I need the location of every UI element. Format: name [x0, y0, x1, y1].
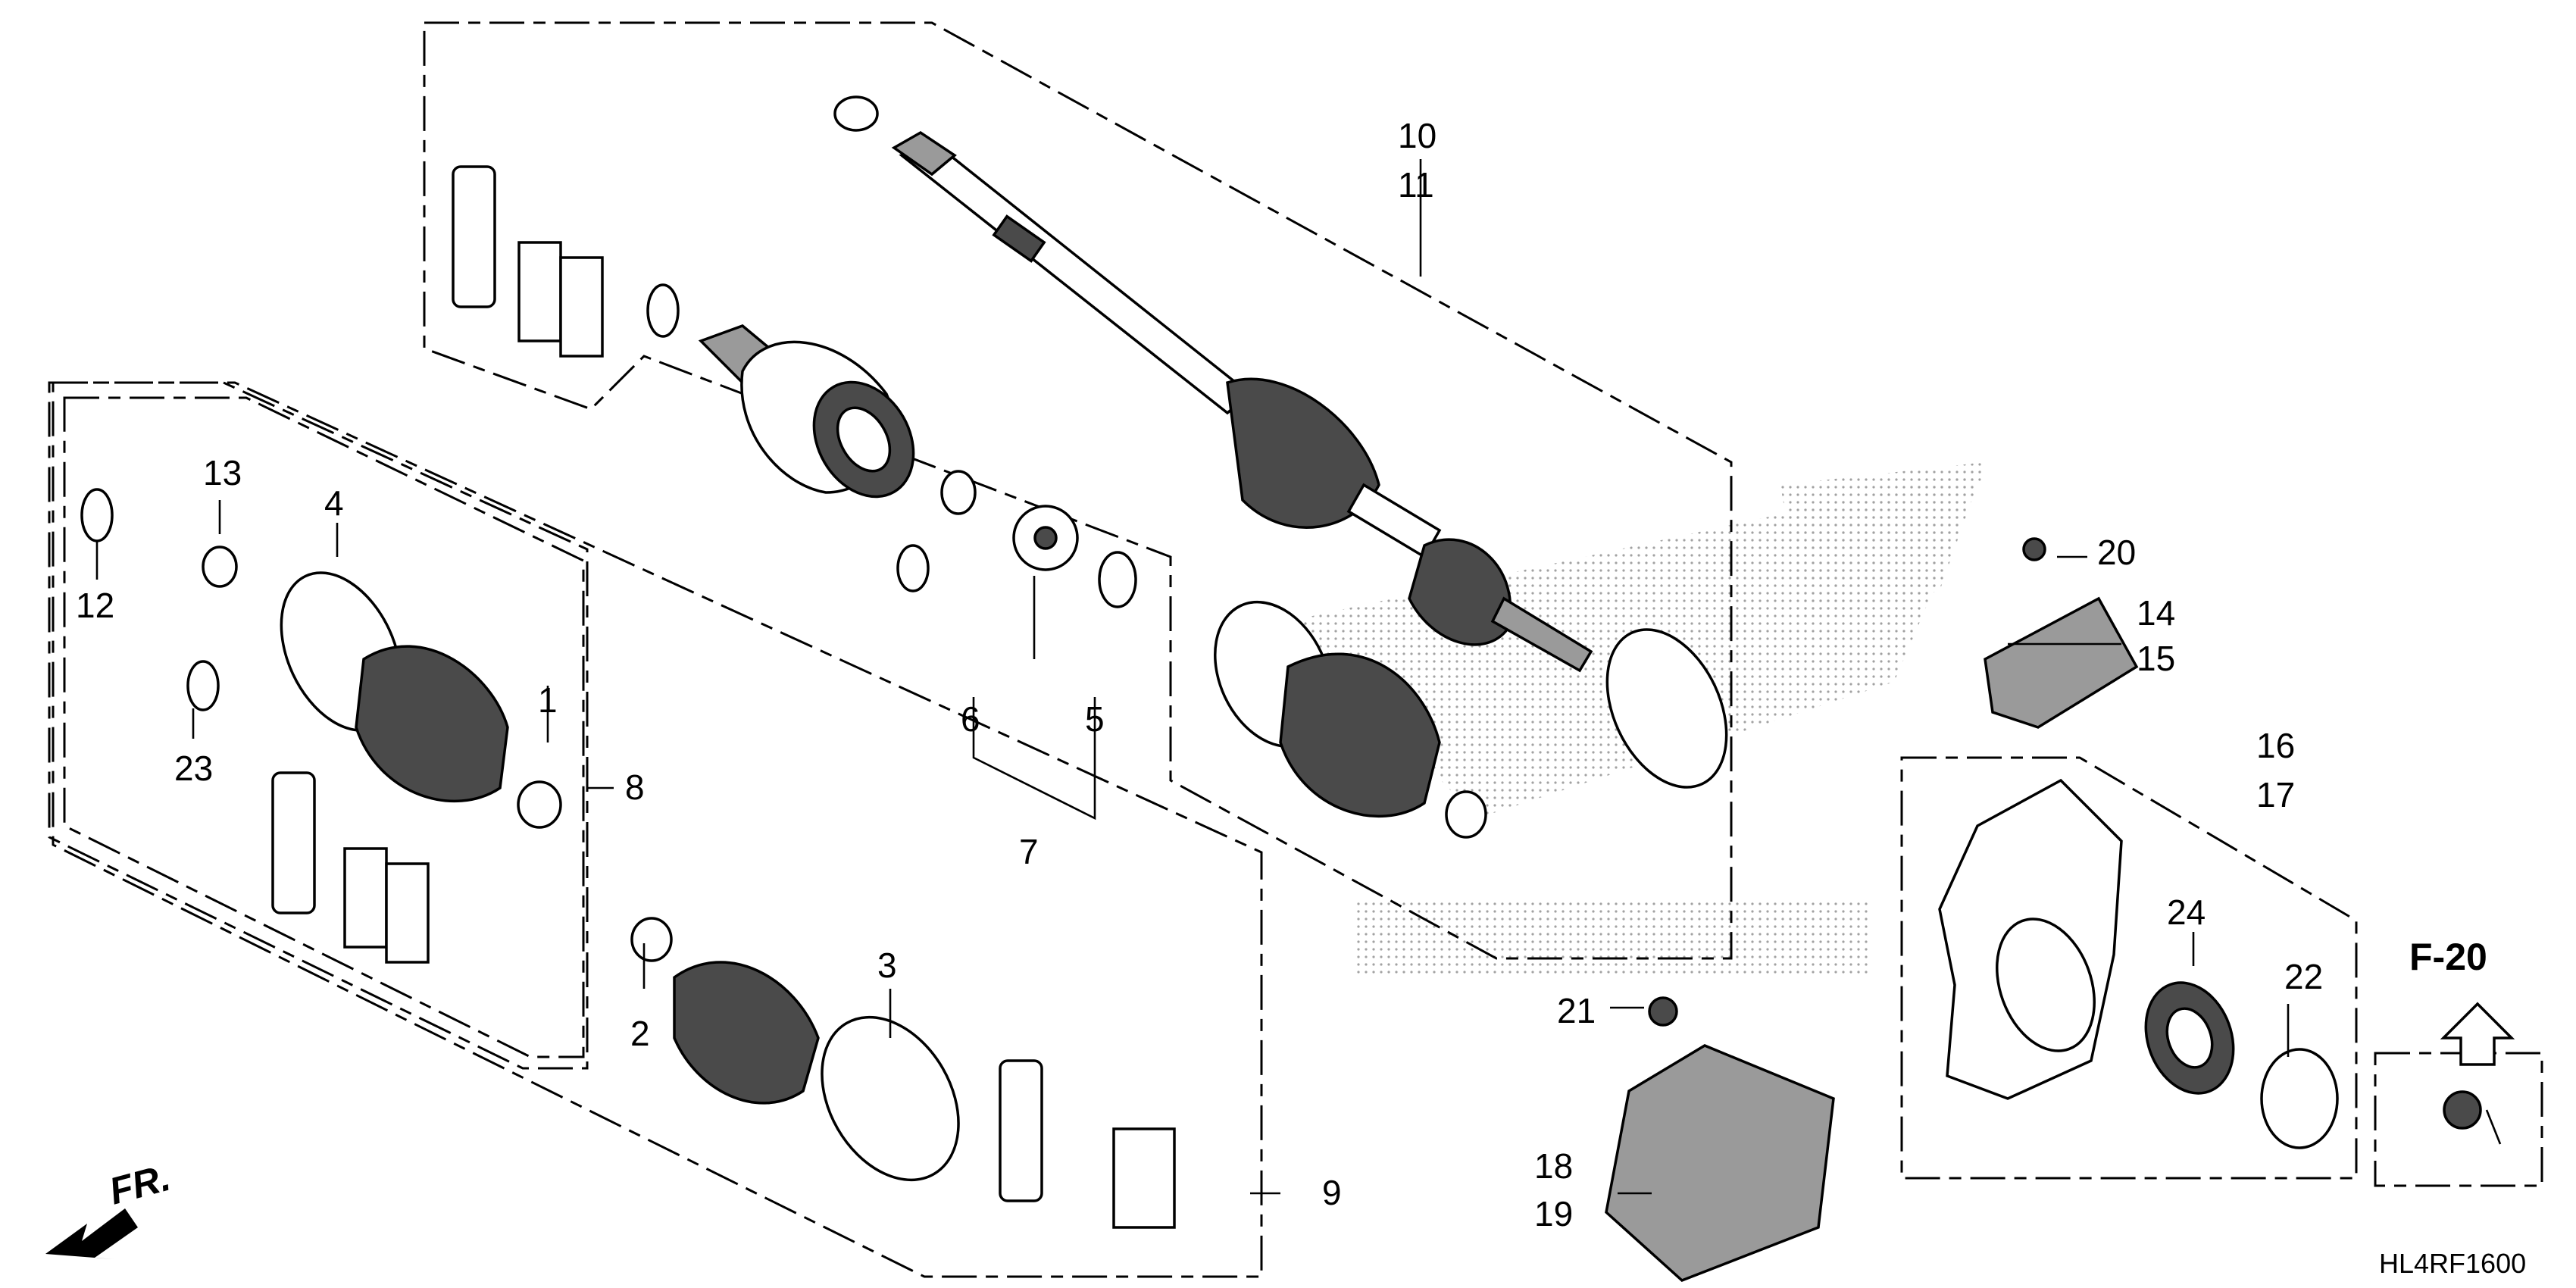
circlips [80, 95, 1137, 711]
callout-1: 1 [538, 680, 558, 720]
callout-6: 6 [961, 699, 980, 739]
diagram-code: HL4RF1600 [2379, 1248, 2526, 1279]
group-box-outer-boot [48, 381, 589, 1070]
front-direction-arrow [45, 1208, 138, 1259]
grease-packs [271, 165, 1176, 1229]
group-box-f20 [2374, 1052, 2543, 1187]
callout-10: 10 [1398, 116, 1436, 155]
callout-24: 24 [2167, 893, 2206, 932]
callout-13: 13 [203, 453, 242, 492]
callout-numbers: 1 2 3 4 5 6 7 8 9 10 11 12 13 14 15 16 1… [76, 116, 2323, 1233]
reference-arrow-up [2440, 1002, 2515, 1066]
callout-17: 17 [2256, 775, 2295, 814]
callout-12: 12 [76, 586, 114, 625]
callout-20: 20 [2097, 533, 2136, 572]
callout-8: 8 [625, 767, 645, 807]
drive-shaft [891, 130, 1593, 673]
leader-lines [95, 159, 2290, 1195]
callout-15: 15 [2137, 639, 2175, 678]
callout-4: 4 [324, 483, 344, 523]
dust-boots [355, 645, 1441, 1105]
inner-joint [698, 324, 915, 499]
group-box-boot-kit [52, 381, 1263, 1278]
knuckle-guard-upper [1984, 596, 2139, 729]
group-box-knuckle [1900, 756, 2358, 1180]
callout-14: 14 [2137, 593, 2175, 633]
callout-5: 5 [1085, 699, 1105, 739]
callout-22: 22 [2284, 957, 2323, 996]
knuckle [1938, 778, 2339, 1149]
callout-11: 11 [1398, 165, 1434, 205]
reference-label: F-20 [2409, 936, 2487, 978]
callout-9: 9 [1322, 1173, 1342, 1212]
group-box-axle [423, 21, 1733, 960]
callout-3: 3 [877, 946, 897, 985]
callout-7: 7 [1019, 832, 1039, 871]
callout-21: 21 [1557, 991, 1596, 1030]
knuckle-guard-lower [1605, 1044, 1835, 1283]
callout-2: 2 [630, 1014, 650, 1053]
front-direction-label: FR. [105, 1156, 174, 1213]
spider-bearing [1012, 505, 1079, 571]
bolts [1648, 537, 2502, 1145]
callout-18: 18 [1534, 1146, 1573, 1186]
callout-23: 23 [174, 749, 213, 788]
callout-19: 19 [1534, 1194, 1573, 1233]
group-box-inner-boot [63, 396, 585, 1058]
callout-16: 16 [2256, 726, 2295, 765]
